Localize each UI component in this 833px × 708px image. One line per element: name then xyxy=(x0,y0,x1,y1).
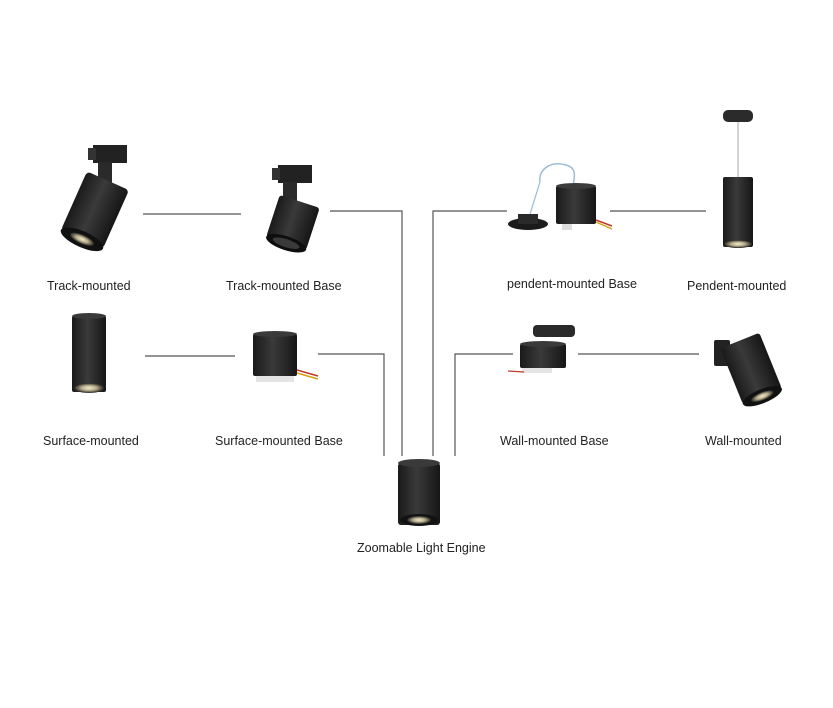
wall-mounted-fixture-image xyxy=(714,333,782,407)
label-track-mounted: Track-mounted xyxy=(47,279,131,293)
label-wall-mounted: Wall-mounted xyxy=(705,434,782,448)
pendent-mounted-fixture-image xyxy=(723,110,753,248)
zoomable-light-engine-image xyxy=(398,459,440,526)
track-mounted-fixture-image xyxy=(60,145,128,252)
pendent-mounted-base-image xyxy=(508,163,613,230)
label-surface-mounted: Surface-mounted xyxy=(43,434,139,448)
line-pendentbase-to-engine xyxy=(432,210,507,456)
label-track-mounted-base: Track-mounted Base xyxy=(226,279,342,293)
label-wall-mounted-base: Wall-mounted Base xyxy=(500,434,609,448)
line-trackbase-to-engine xyxy=(330,210,403,456)
label-surface-mounted-base: Surface-mounted Base xyxy=(215,434,343,448)
line-wallbase-to-engine xyxy=(454,353,513,456)
surface-mounted-fixture-image xyxy=(72,313,106,393)
line-surfacebase-to-engine xyxy=(318,353,385,456)
surface-mounted-base-image xyxy=(253,331,319,382)
wall-mounted-base-image xyxy=(507,325,575,373)
label-pendent-mounted: Pendent-mounted xyxy=(687,279,787,293)
track-mounted-base-image xyxy=(266,165,319,253)
label-zoomable-light-engine: Zoomable Light Engine xyxy=(357,541,486,555)
connector-lines xyxy=(143,210,706,456)
label-pendent-mounted-base: pendent-mounted Base xyxy=(507,277,637,291)
